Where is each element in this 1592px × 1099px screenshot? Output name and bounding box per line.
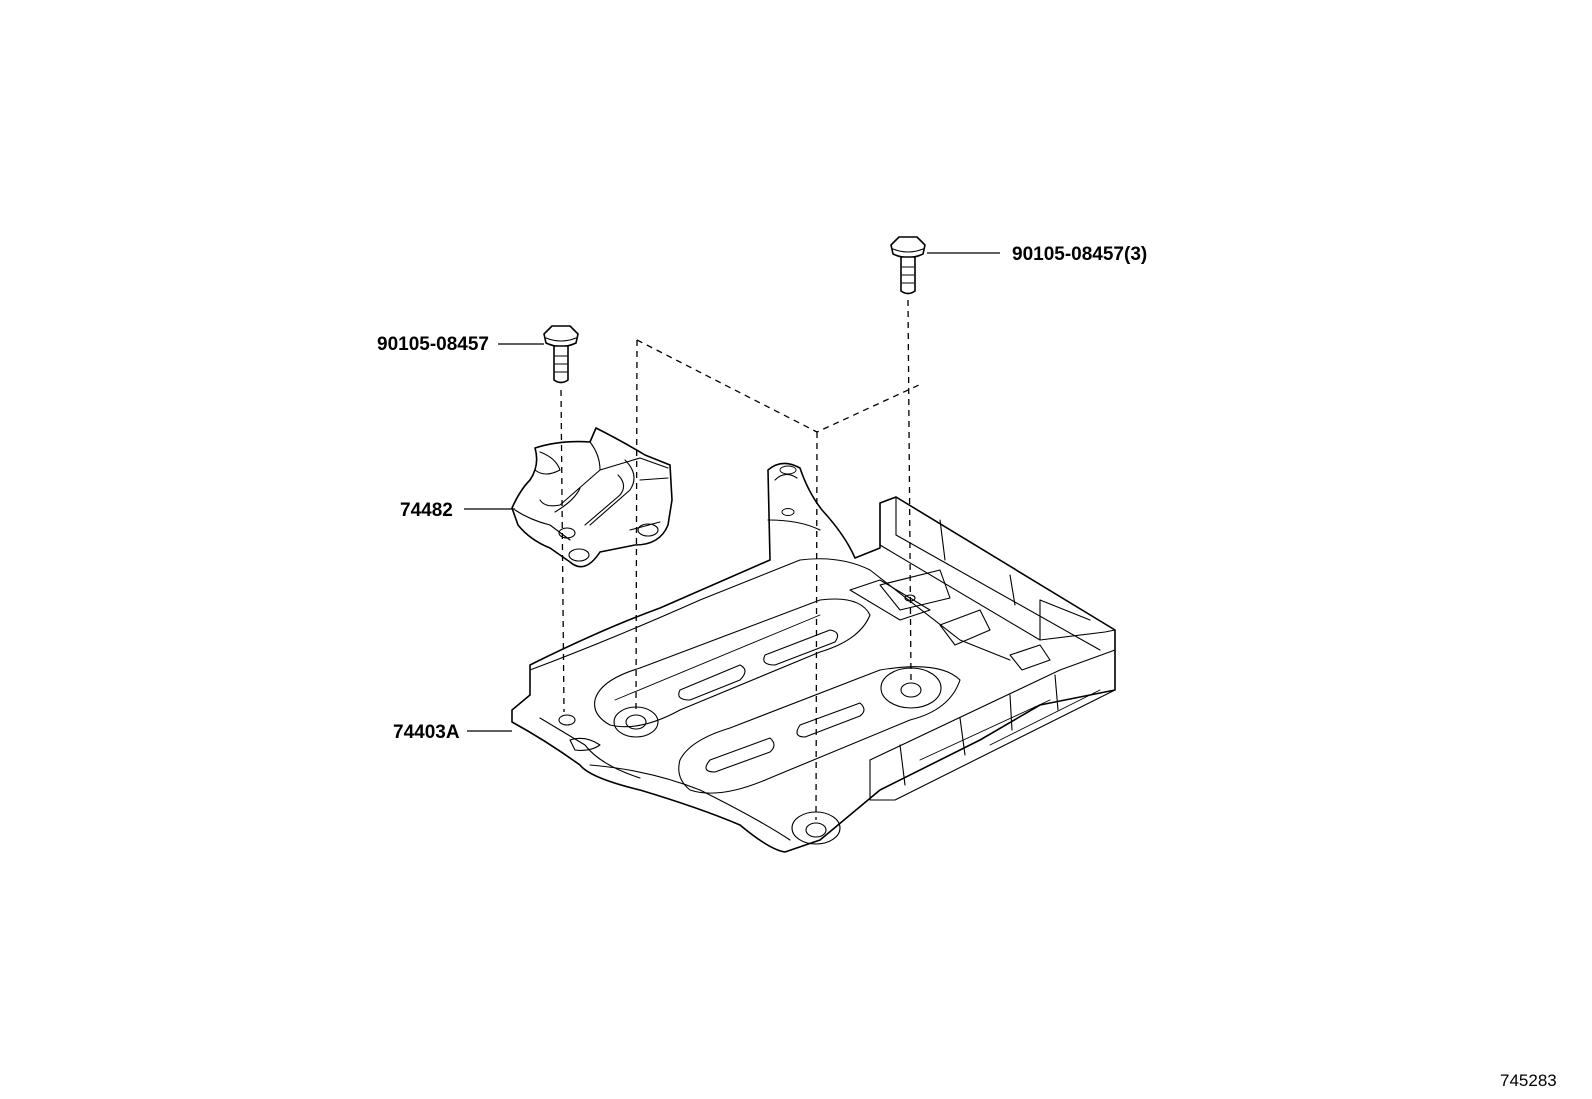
label-bracket: 74482 bbox=[400, 500, 453, 521]
diagram-id: 745283 bbox=[1500, 1071, 1557, 1090]
bolt-triple bbox=[890, 236, 926, 295]
assembly-lines bbox=[560, 299, 920, 821]
bolt-single bbox=[543, 325, 579, 384]
label-bolt-triple: 90105-08457(3) bbox=[1012, 244, 1147, 265]
label-cover: 74403A bbox=[393, 722, 460, 743]
cover-part-74403a bbox=[511, 462, 1116, 853]
leader-lines bbox=[464, 252, 1000, 732]
bracket-part-74482 bbox=[511, 427, 673, 568]
label-bolt-single: 90105-08457 bbox=[377, 334, 489, 355]
